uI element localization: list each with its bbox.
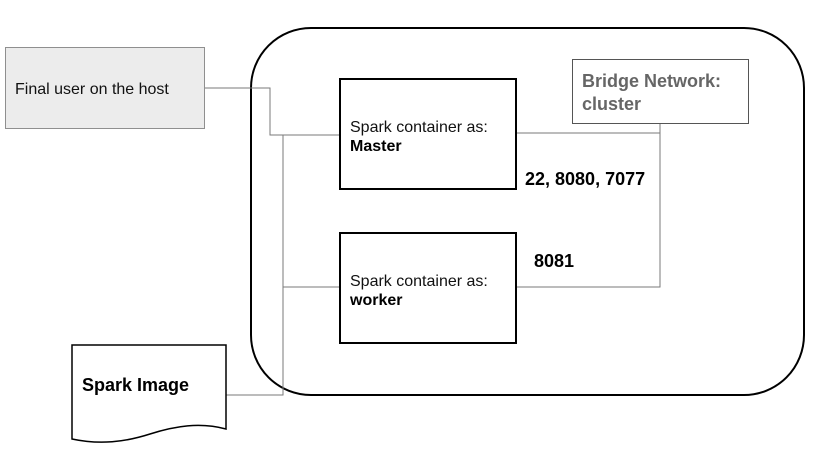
master-container-box: Spark container as: Master [339, 78, 517, 190]
spark-image-document-shape [71, 344, 227, 443]
spark-image-label: Spark Image [82, 375, 190, 395]
master-container-label: Spark container as: [350, 119, 488, 136]
worker-role-label: worker [350, 292, 403, 309]
worker-container-label: Spark container as: [350, 273, 488, 290]
connector-network-to-master [517, 124, 661, 134]
connector-image-to-containers [226, 135, 339, 396]
worker-port-label: 8081 [534, 251, 575, 271]
bridge-network-box: Bridge Network: cluster [572, 59, 749, 124]
connector-network-to-worker [517, 133, 661, 288]
docker-host-boundary [250, 27, 805, 396]
connector-host-to-master [205, 87, 339, 136]
bridge-network-name: cluster [582, 94, 642, 114]
master-role-label: Master [350, 138, 402, 155]
worker-container-box: Spark container as: worker [339, 232, 517, 344]
bridge-network-label: Bridge Network: [582, 71, 722, 91]
final-user-box: Final user on the host [5, 47, 205, 129]
final-user-label: Final user on the host [15, 81, 169, 98]
master-ports-label: 22, 8080, 7077 [525, 169, 646, 189]
